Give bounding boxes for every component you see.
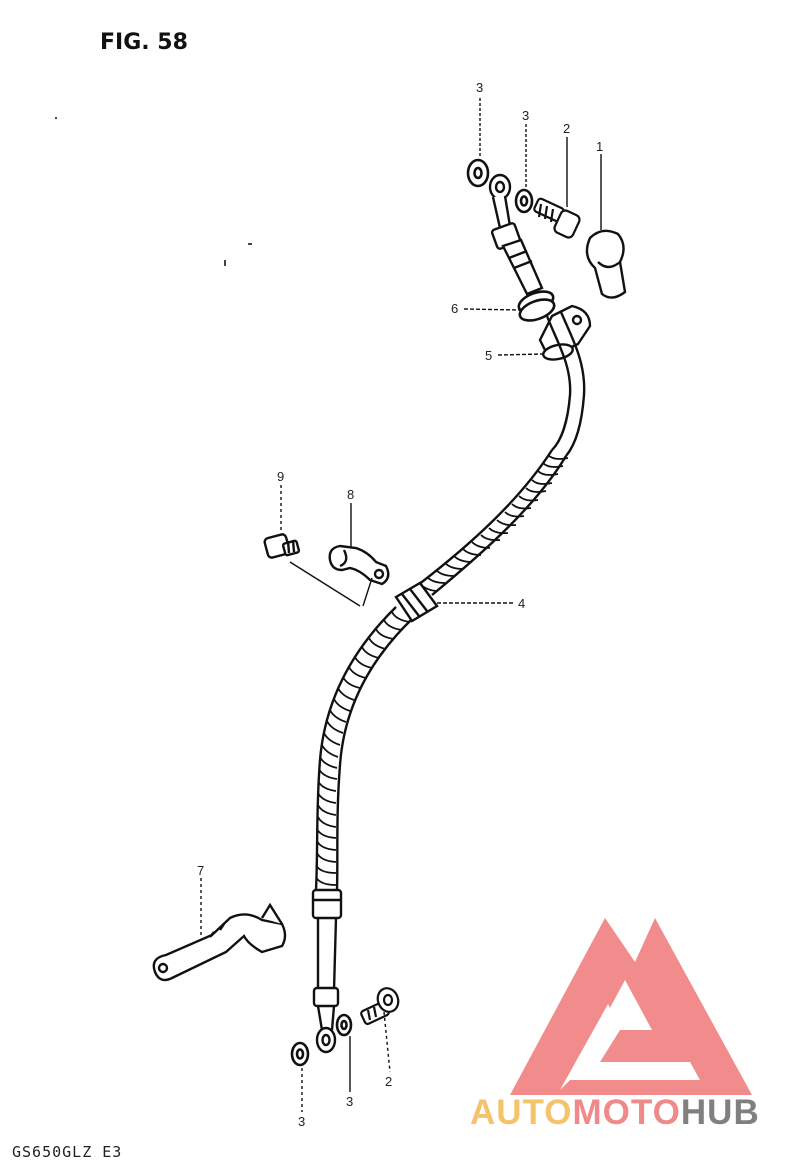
part-2-banjo-bolt-bottom <box>360 987 400 1025</box>
watermark-word-hub: HUB <box>681 1093 760 1132</box>
part-8-clamp <box>328 544 390 586</box>
callout-8: 8 <box>347 487 354 502</box>
part-2-banjo-bolt-top <box>533 197 581 239</box>
part-6-grommet <box>517 290 556 322</box>
callout-3-top-right: 3 <box>522 108 529 123</box>
figure-title: FIG. 58 <box>100 30 188 55</box>
part-7-bracket <box>152 902 287 982</box>
watermark-logo <box>510 918 752 1095</box>
part-5-clamp <box>538 304 592 361</box>
callout-2-bottom: 2 <box>385 1074 392 1089</box>
watermark-inner <box>560 1004 700 1090</box>
part-4-brake-hose <box>311 311 586 1054</box>
scan-specks <box>55 117 252 266</box>
part-9-bolt <box>263 533 301 559</box>
watermark-word-auto: AUTO <box>470 1093 573 1132</box>
callout-labels: 1 2 2 3 3 3 3 4 5 6 7 8 9 <box>197 80 603 1129</box>
callout-7: 7 <box>197 863 204 878</box>
callout-3-bottom-right: 3 <box>346 1094 353 1109</box>
callout-4: 4 <box>518 596 525 611</box>
callout-5: 5 <box>485 348 492 363</box>
part-3-washers-bottom <box>290 1013 353 1067</box>
callout-2-top: 2 <box>563 121 570 136</box>
watermark-word-moto: MOTO <box>573 1093 681 1132</box>
part-1-boot <box>585 229 627 299</box>
model-code: GS650GLZ E3 <box>12 1143 123 1161</box>
leader-lines <box>200 98 602 1112</box>
callout-1: 1 <box>596 139 603 154</box>
callout-9: 9 <box>277 469 284 484</box>
watermark-text: AUTOMOTOHUB <box>470 1093 760 1132</box>
part-3-washers-top <box>466 158 534 214</box>
callout-3-bottom-left: 3 <box>298 1114 305 1129</box>
callout-6: 6 <box>451 301 458 316</box>
callout-3-top-left: 3 <box>476 80 483 95</box>
hose-upper-fitting <box>488 173 544 296</box>
